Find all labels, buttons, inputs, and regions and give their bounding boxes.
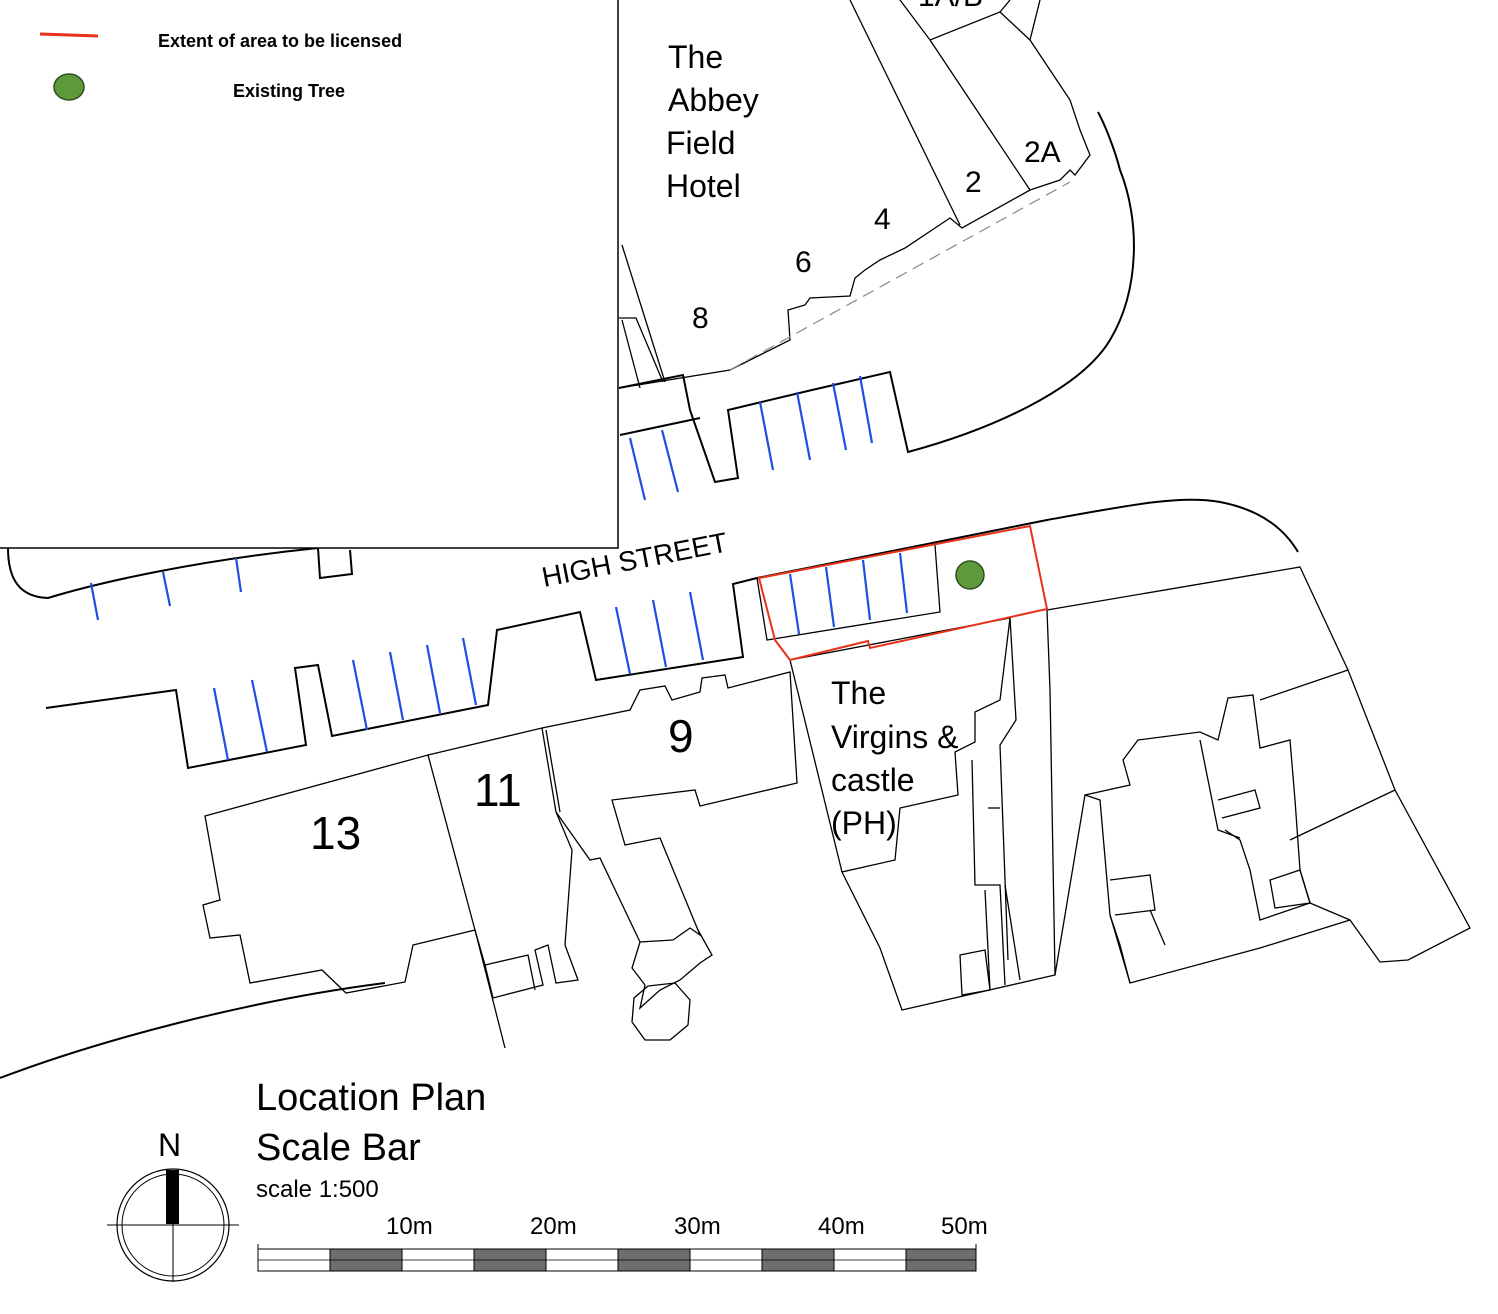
label-8: 8 bbox=[692, 302, 709, 335]
bay-line bbox=[898, 552, 909, 614]
high-street-north-kerb bbox=[756, 498, 1299, 579]
scale-tick-40m: 40m bbox=[818, 1213, 865, 1240]
scale-ratio: scale 1:500 bbox=[256, 1176, 379, 1203]
label-1ab: 1A/B bbox=[918, 0, 983, 13]
bay-line bbox=[758, 401, 775, 471]
scale-tick-30m: 30m bbox=[674, 1213, 721, 1240]
bay-line bbox=[425, 644, 442, 714]
label-4: 4 bbox=[874, 203, 891, 236]
bay-line bbox=[388, 651, 405, 721]
bay-line bbox=[628, 437, 647, 501]
existing-tree-marker bbox=[955, 560, 985, 590]
north-buildings bbox=[618, 0, 1135, 484]
label-virgins-3: castle bbox=[831, 762, 915, 798]
bay-line bbox=[651, 599, 668, 668]
parking-bays bbox=[89, 375, 909, 761]
scale-tick-10m: 10m bbox=[386, 1213, 433, 1240]
scale-bar: 10m 20m 30m 40m 50m bbox=[257, 1213, 988, 1272]
north-arrow: N bbox=[107, 1127, 239, 1282]
south-buildings bbox=[0, 546, 1471, 1079]
bay-block-outline bbox=[756, 544, 941, 641]
label-abbey-2: Abbey bbox=[668, 82, 759, 118]
label-13: 13 bbox=[310, 807, 361, 859]
bay-line bbox=[614, 606, 632, 675]
legend-tree-label: Existing Tree bbox=[233, 81, 345, 101]
bay-line bbox=[824, 566, 836, 628]
bay-line bbox=[351, 659, 369, 731]
label-2: 2 bbox=[965, 166, 982, 199]
legend-licensed-label: Extent of area to be licensed bbox=[158, 31, 402, 51]
tree-legend-swatch bbox=[53, 73, 85, 101]
bay-line bbox=[858, 375, 874, 444]
label-virgins-1: The bbox=[831, 675, 886, 711]
scale-tick-50m: 50m bbox=[941, 1213, 988, 1240]
north-label: N bbox=[158, 1127, 181, 1163]
licensed-area-boundary bbox=[757, 524, 1049, 662]
label-abbey-1: The bbox=[668, 39, 723, 75]
label-9: 9 bbox=[668, 710, 694, 762]
legend-panel: Extent of area to be licensed Existing T… bbox=[0, 0, 619, 549]
label-6: 6 bbox=[795, 246, 812, 279]
bay-line bbox=[660, 429, 680, 493]
scale-tick-20m: 20m bbox=[530, 1213, 577, 1240]
bay-line bbox=[234, 557, 243, 593]
scale-bar-title: Scale Bar bbox=[256, 1127, 421, 1169]
bay-line bbox=[831, 382, 848, 451]
bay-line bbox=[161, 571, 172, 607]
bay-line bbox=[461, 637, 478, 706]
bay-line bbox=[861, 559, 872, 621]
label-virgins-2: Virgins & bbox=[831, 719, 958, 755]
label-abbey-4: Hotel bbox=[666, 168, 741, 204]
label-2a: 2A bbox=[1024, 136, 1061, 169]
label-abbey-3: Field bbox=[666, 125, 735, 161]
bay-line bbox=[212, 687, 230, 761]
bay-line bbox=[788, 573, 801, 635]
bay-line bbox=[250, 679, 269, 753]
title-block: Location Plan Scale Bar scale 1:500 bbox=[256, 1077, 486, 1203]
north-needle bbox=[166, 1170, 179, 1224]
label-11: 11 bbox=[474, 764, 522, 816]
bay-line bbox=[89, 582, 100, 621]
bay-line bbox=[795, 391, 812, 461]
licensed-area-legend-swatch bbox=[39, 32, 99, 38]
plan-title: Location Plan bbox=[256, 1077, 486, 1119]
label-virgins-4: (PH) bbox=[831, 805, 897, 841]
bay-line bbox=[688, 591, 705, 661]
